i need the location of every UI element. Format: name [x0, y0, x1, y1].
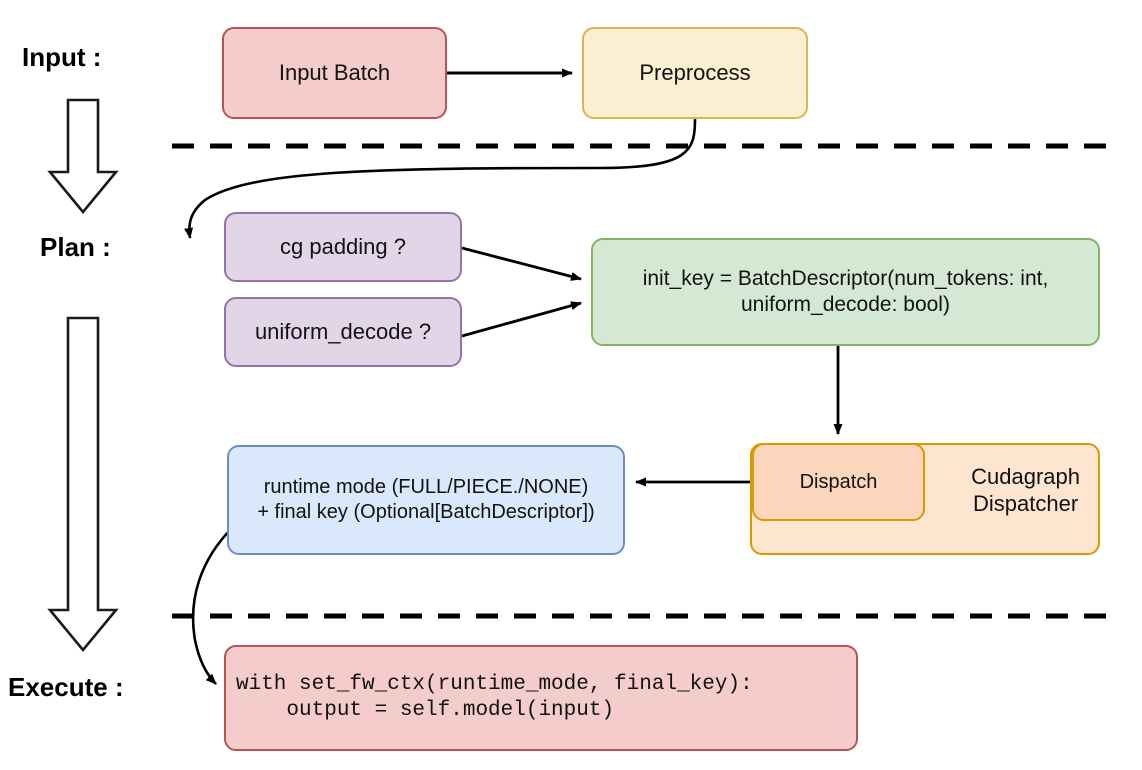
node-execute-code[interactable]: with set_fw_ctx(runtime_mode, final_key)… [224, 645, 858, 751]
node-init-key[interactable]: init_key = BatchDescriptor(num_tokens: i… [591, 238, 1100, 346]
edge-runtime-mode-to-execute [191, 526, 234, 685]
stage-label-plan: Plan : [40, 232, 111, 262]
node-cg-padding[interactable]: cg padding ? [224, 212, 462, 282]
node-uniform-decode[interactable]: uniform_decode ? [224, 297, 462, 367]
stage-label-input: Input : [22, 42, 102, 72]
node-input-batch[interactable]: Input Batch [222, 27, 447, 119]
stage-arrow-plan-to-execute [47, 316, 119, 653]
stage-label-execute: Execute : [8, 672, 124, 702]
node-runtime-mode[interactable]: runtime mode (FULL/PIECE./NONE) + final … [227, 445, 625, 555]
edge-uniform-decode-to-init-key [461, 301, 582, 338]
edge-preprocess-to-cg-padding [184, 118, 697, 239]
stage-arrow-input-to-plan [47, 98, 119, 215]
node-dispatch[interactable]: Dispatch [752, 443, 925, 521]
edge-cg-padding-to-init-key [461, 246, 582, 281]
node-preprocess[interactable]: Preprocess [582, 27, 808, 119]
